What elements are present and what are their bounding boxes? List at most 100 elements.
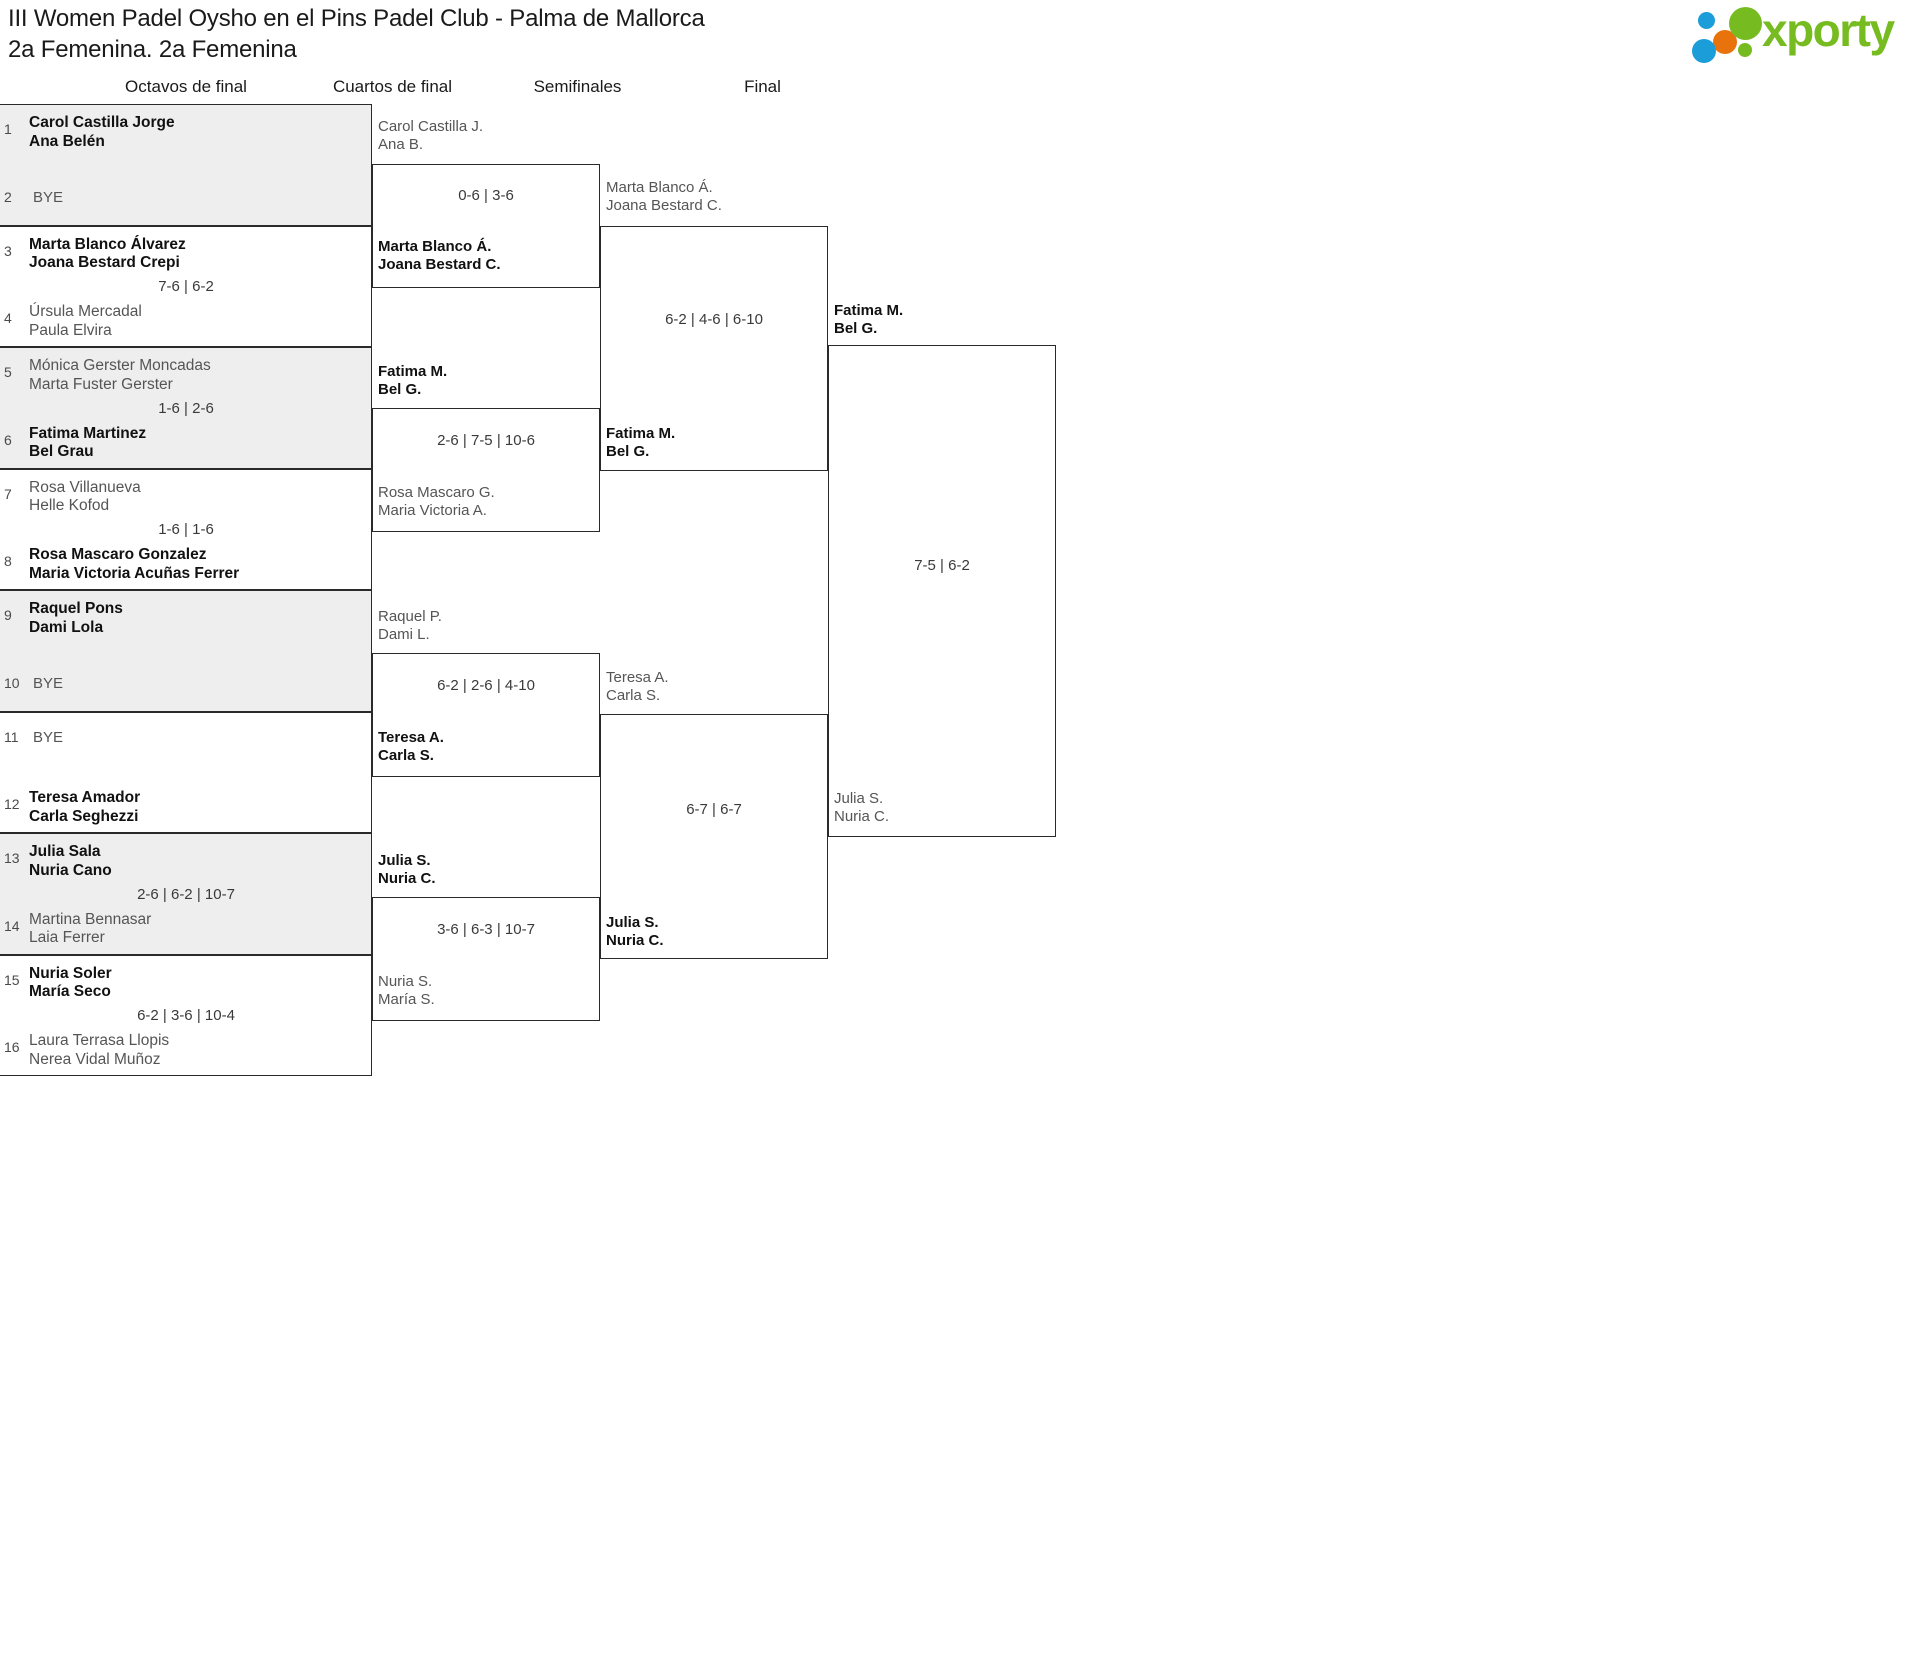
round3-connector-1 [600,226,828,471]
r1-team-bottom-2-line-2: Paula Elvira [29,321,112,339]
round3-connector-2 [600,714,828,959]
round2-team-top-2: Fatima M.Bel G. [378,363,447,400]
round3-team-bottom-1: Fatima M.Bel G. [606,425,675,462]
xporty-logo[interactable]: xporty [1688,4,1908,63]
round4-team-top-1-line-2: Bel G. [834,320,878,338]
r1-score-4: 1-6 | 1-6 [158,521,214,539]
r1-bye-top-6: BYE [33,728,64,746]
round4-score-1: 7-5 | 6-2 [914,557,970,574]
r1-team-top-8-line-2: María Seco [29,983,111,1001]
r1-seed-5: 5 [4,364,12,380]
round2-team-bottom-2: Rosa Mascaro G.Maria Victoria A. [378,484,495,521]
r1-seed-7: 7 [4,485,12,502]
r1-team-bottom-2-line-1: Úrsula Mercadal [29,303,142,320]
r1-team-top-7-line-2: Nuria Cano [29,861,112,879]
r1-team-top-3-line-2: Marta Fuster Gerster [29,375,173,393]
round2-team-top-2-line-1: Fatima M. [378,363,448,380]
r1-seed-11: 11 [4,728,19,745]
round-header-semifinales: Semifinales [533,77,622,96]
round3-team-bottom-2-line-2: Nuria C. [606,932,664,950]
r1-team-bottom-7-line-2: Laia Ferrer [29,929,105,947]
round2-score-1: 0-6 | 3-6 [458,187,514,204]
r1-seed-13: 13 [4,850,20,866]
round3-team-bottom-1-line-2: Bel G. [606,443,650,461]
round2-team-top-3-line-2: Dami L. [378,626,430,644]
round-header-cuartos: Cuartos de final [332,77,453,96]
r1-bye-bottom-5: BYE [33,674,64,692]
tournament-title: III Women Padel Oysho en el Pins Padel C… [8,3,705,65]
round2-team-bottom-3-line-1: Teresa A. [378,729,444,746]
round4-team-bottom-1: Julia S.Nuria C. [834,790,889,827]
r1-bye-bottom-1: BYE [33,188,64,206]
round2-team-top-3: Raquel P.Dami L. [378,608,442,645]
round3-team-top-1-line-1: Marta Blanco Á. [606,179,713,196]
r1-team-top-1-line-1: Carol Castilla Jorge [29,114,175,131]
r1-team-bottom-8-line-1: Laura Terrasa Llopis [29,1032,170,1049]
round2-score-3: 6-2 | 2-6 | 4-10 [437,677,535,694]
round2-team-bottom-2-line-1: Rosa Mascaro G. [378,484,495,501]
round2-team-bottom-4-line-2: María S. [378,991,435,1009]
round2-team-bottom-4-line-1: Nuria S. [378,973,433,990]
r1-team-bottom-3-line-2: Bel Grau [29,443,94,461]
round2-team-bottom-4: Nuria S.María S. [378,973,435,1010]
r1-team-top-8-line-1: Nuria Soler [29,964,112,982]
round3-team-top-1: Marta Blanco Á.Joana Bestard C. [606,179,722,216]
r1-team-bottom-8-line-2: Nerea Vidal Muñoz [29,1050,161,1068]
round4-team-bottom-1-line-1: Julia S. [834,790,884,807]
logo-dot-blue-large-icon [1692,39,1716,63]
round3-team-top-2: Teresa A.Carla S. [606,669,669,706]
round2-team-bottom-2-line-2: Maria Victoria A. [378,502,487,520]
r1-team-top-4-line-2: Helle Kofod [29,497,110,515]
r1-seed-16: 16 [4,1039,20,1055]
round3-team-top-2-line-1: Teresa A. [606,669,669,686]
round3-team-top-2-line-2: Carla S. [606,687,661,705]
r1-team-bottom-6-line-2: Carla Seghezzi [29,807,139,825]
round2-connector-2 [372,408,600,532]
round2-connector-1 [372,164,600,288]
round4-team-top-1-line-1: Fatima M. [834,302,904,319]
round3-team-top-1-line-2: Joana Bestard C. [606,197,722,215]
round3-score-2: 6-7 | 6-7 [686,801,742,818]
r1-team-top-5-line-2: Dami Lola [29,618,104,636]
r1-seed-3: 3 [4,242,12,259]
round-header-final: Final [744,77,781,96]
round3-team-bottom-1-line-1: Fatima M. [606,425,676,442]
r1-seed-15: 15 [4,971,20,988]
r1-team-top-2-line-1: Marta Blanco Álvarez [29,235,186,253]
logo-dot-green-small-icon [1738,43,1752,57]
r1-seed-2: 2 [4,188,12,205]
r1-score-3: 1-6 | 2-6 [158,399,214,417]
tournament-title-line-2: 2a Femenina. 2a Femenina [8,36,297,64]
round2-team-top-2-line-2: Bel G. [378,381,422,399]
round2-team-bottom-3: Teresa A.Carla S. [378,729,444,766]
round2-team-top-4-line-2: Nuria C. [378,870,436,888]
r1-team-top-3-line-1: Mónica Gerster Moncadas [29,357,211,374]
r1-team-bottom-6-line-1: Teresa Amador [29,789,141,806]
round-header-octavos: Octavos de final [125,77,247,96]
r1-team-top-1-line-2: Ana Belén [29,132,105,150]
r1-team-top-2-line-2: Joana Bestard Crepi [29,254,180,272]
round3-team-bottom-2: Julia S.Nuria C. [606,914,664,951]
round2-connector-3 [372,653,600,777]
logo-dot-green-large-icon [1729,7,1762,40]
round2-score-2: 2-6 | 7-5 | 10-6 [437,432,535,449]
r1-seed-8: 8 [4,553,12,569]
round2-team-top-1-line-1: Carol Castilla J. [378,118,484,135]
